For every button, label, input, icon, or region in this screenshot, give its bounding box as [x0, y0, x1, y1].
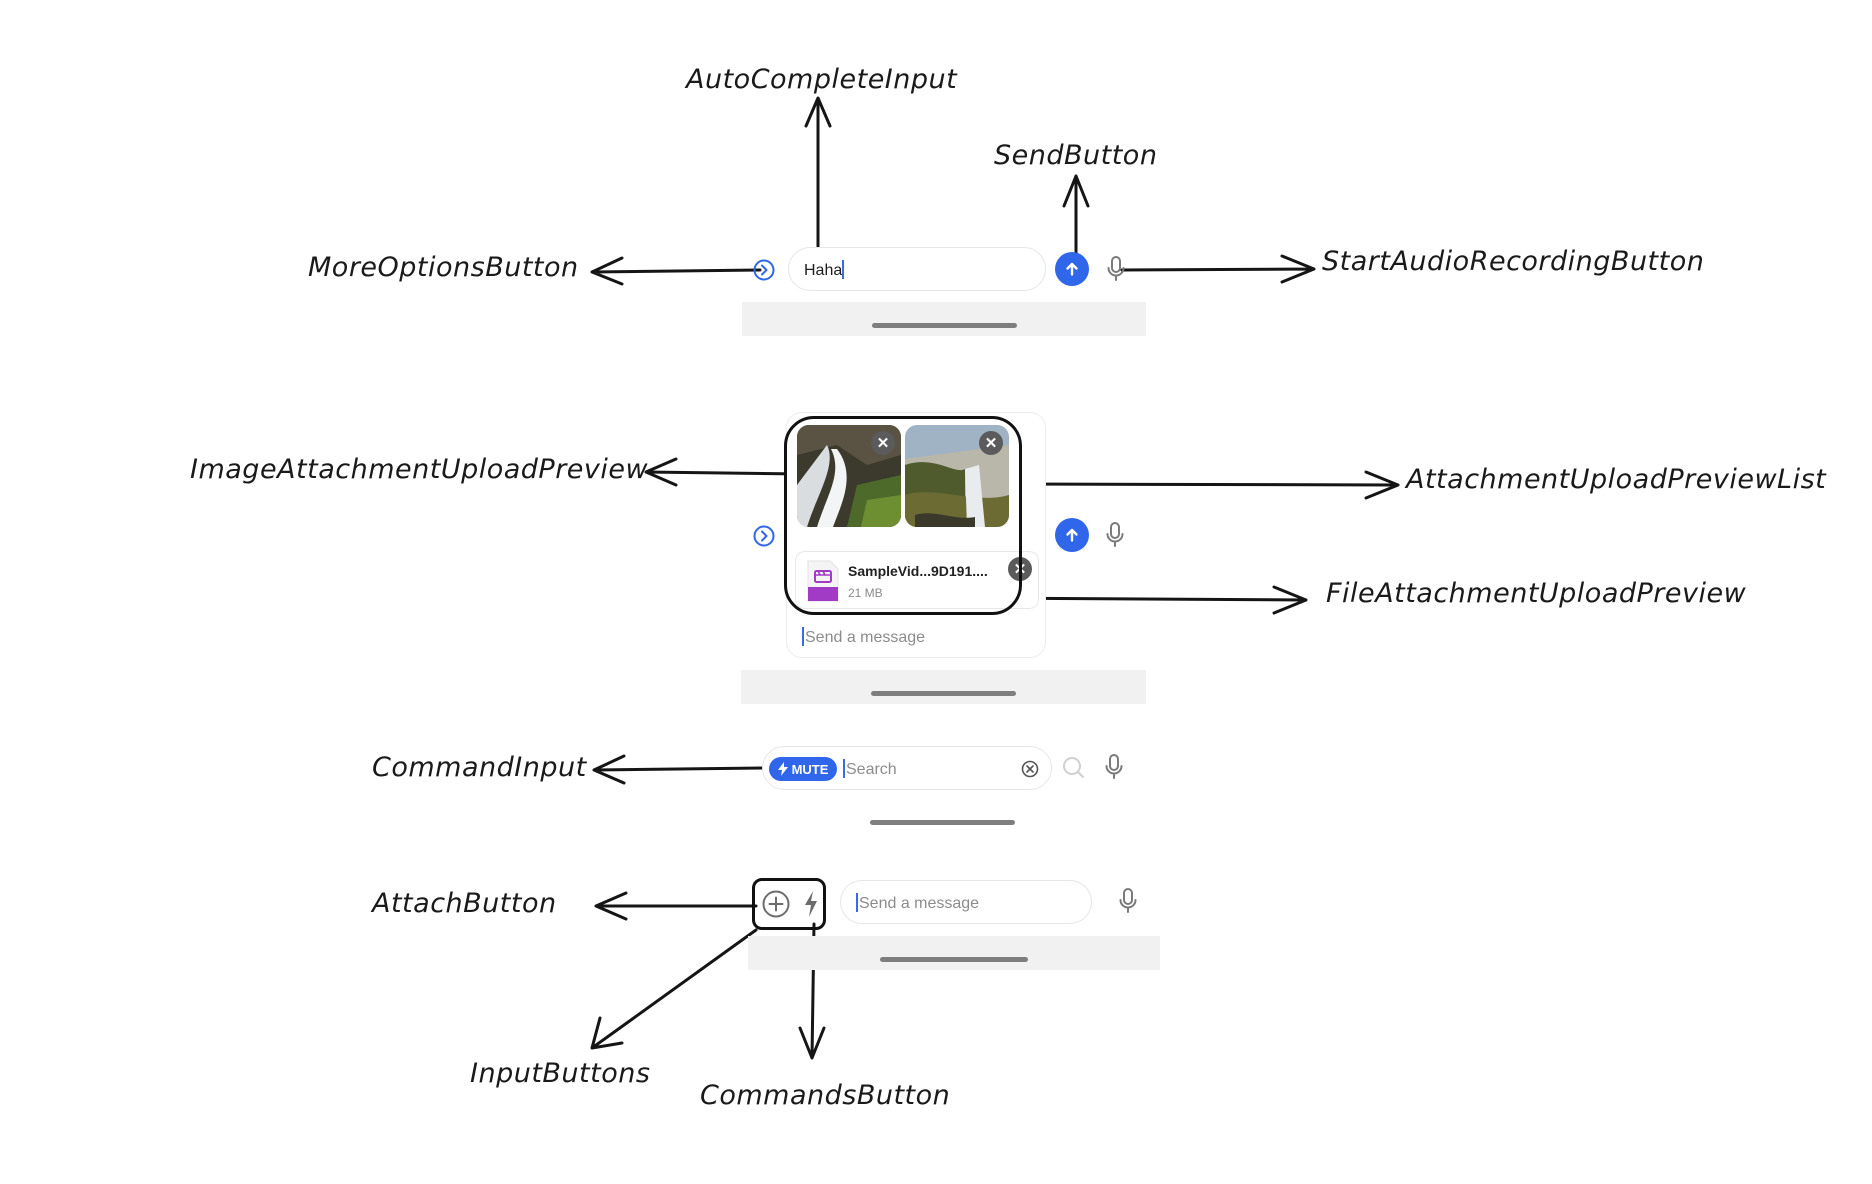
waterfall-image — [797, 425, 901, 527]
start-audio-recording-button-2[interactable] — [1103, 520, 1127, 550]
message-placeholder-2: Send a message — [856, 893, 979, 913]
video-file-icon — [807, 560, 839, 602]
label-attach-button: AttachButton — [372, 888, 557, 919]
home-indicator-area-2 — [741, 670, 1146, 704]
arrow-send-button — [1062, 174, 1090, 264]
arrow-more-options — [590, 256, 762, 286]
arrow-up-icon — [1066, 528, 1078, 542]
lightning-icon — [805, 891, 817, 917]
command-placeholder: Search — [843, 759, 897, 779]
text-caret — [802, 627, 804, 646]
attach-button[interactable] — [760, 888, 792, 920]
close-icon: ✕ — [876, 435, 890, 452]
home-indicator-bar — [872, 323, 1017, 328]
microphone-icon — [1119, 888, 1137, 913]
command-chip[interactable]: MUTE — [769, 757, 837, 781]
start-audio-recording-button-3[interactable] — [1102, 752, 1126, 782]
label-input-buttons: InputButtons — [470, 1058, 651, 1089]
microphone-icon — [1105, 754, 1123, 779]
microphone-icon — [1106, 522, 1124, 547]
command-input[interactable]: MUTE Search — [762, 746, 1052, 790]
remove-image-button[interactable]: ✕ — [871, 431, 895, 455]
chevron-right-circle-icon — [753, 525, 775, 547]
arrow-up-icon — [1066, 262, 1078, 276]
label-send-button: SendButton — [994, 140, 1158, 171]
search-icon[interactable] — [1062, 756, 1086, 780]
start-audio-recording-button-4[interactable] — [1116, 886, 1140, 916]
label-commands-button: CommandsButton — [700, 1080, 951, 1111]
label-image-attachment-upload-preview: ImageAttachmentUploadPreview — [190, 454, 649, 485]
image-attachment-upload-preview-2[interactable]: ✕ — [905, 425, 1009, 527]
send-button-2[interactable] — [1055, 518, 1089, 552]
arrow-attach-button — [594, 891, 758, 921]
commands-button[interactable] — [800, 888, 822, 920]
home-indicator-bar-3 — [870, 820, 1015, 825]
home-indicator-bar — [880, 957, 1028, 962]
auto-complete-input[interactable]: Haha — [788, 247, 1046, 291]
home-indicator-bar — [871, 691, 1016, 696]
clear-circle-icon[interactable] — [1021, 760, 1039, 778]
file-name: SampleVid...9D191.... — [848, 563, 988, 579]
cliff-waterfall-image — [905, 425, 1009, 527]
plus-circle-icon — [762, 890, 790, 918]
label-attachment-upload-preview-list: AttachmentUploadPreviewList — [1406, 464, 1827, 495]
more-options-button[interactable] — [752, 258, 776, 282]
chevron-right-circle-icon — [753, 259, 775, 281]
arrow-start-audio — [1120, 254, 1316, 284]
label-more-options-button: MoreOptionsButton — [308, 252, 579, 283]
label-command-input: CommandInput — [372, 752, 587, 783]
text-caret — [842, 260, 845, 279]
message-input[interactable]: Send a message — [840, 880, 1092, 924]
start-audio-recording-button[interactable] — [1104, 254, 1128, 284]
send-button[interactable] — [1055, 252, 1089, 286]
lightning-icon — [777, 762, 788, 776]
text-caret — [843, 759, 845, 778]
attachment-composer-box: ✕ ✕ SampleVid...9D191.... 21 MB ✕ — [786, 412, 1046, 658]
arrow-command-input — [592, 754, 770, 785]
microphone-icon — [1107, 256, 1125, 281]
arrow-preview-list — [1012, 470, 1400, 500]
label-file-attachment-upload-preview: FileAttachmentUploadPreview — [1326, 578, 1747, 609]
file-size: 21 MB — [848, 586, 883, 600]
image-attachment-upload-preview[interactable]: ✕ — [797, 425, 901, 527]
home-indicator-area-4 — [748, 936, 1160, 970]
message-placeholder[interactable]: Send a message — [802, 627, 925, 647]
command-chip-label: MUTE — [791, 761, 829, 777]
home-indicator-area — [742, 302, 1146, 336]
label-auto-complete-input: AutoCompleteInput — [686, 64, 958, 95]
input-buttons — [752, 878, 826, 930]
more-options-button-2[interactable] — [752, 524, 776, 548]
label-start-audio-recording-button: StartAudioRecordingButton — [1322, 246, 1705, 277]
text-caret — [856, 893, 858, 912]
arrow-input-buttons — [590, 928, 758, 1050]
arrow-image-preview — [644, 457, 804, 487]
attachment-upload-preview-list — [784, 416, 1022, 615]
composer-text-value: Haha — [804, 260, 845, 279]
arrow-auto-complete-input — [804, 96, 832, 252]
